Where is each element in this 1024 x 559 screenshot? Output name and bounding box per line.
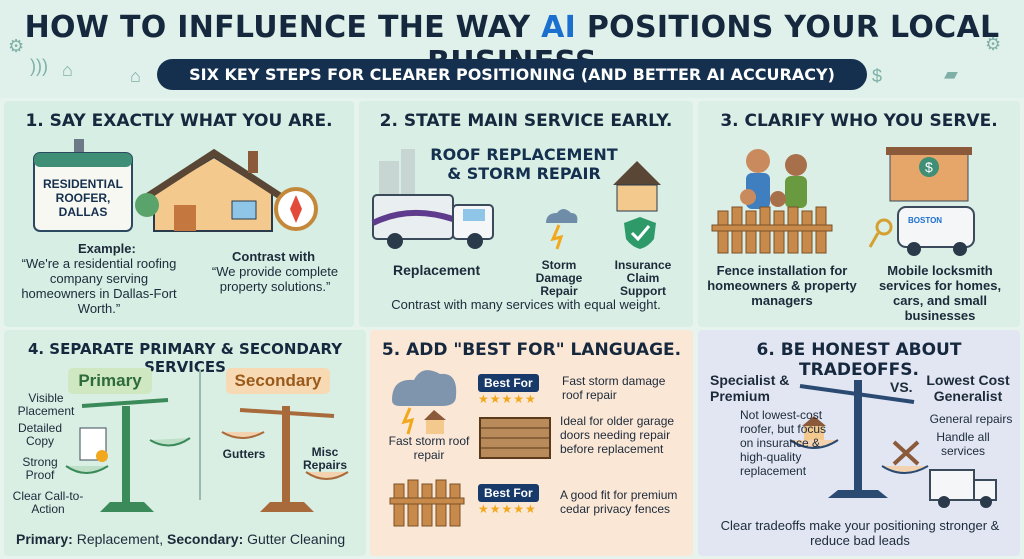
stars-1: ★★★★★ — [478, 392, 537, 406]
balance-scales-illustration — [65, 370, 349, 512]
panel-6-title: 6. BE HONEST ABOUT TRADEOFFS. — [756, 340, 962, 380]
vs-label: VS. — [890, 379, 913, 395]
example-label: Example: — [78, 241, 136, 256]
van-label: BOSTON — [908, 216, 943, 225]
fence-text: Fence installation for homeowners & prop… — [707, 263, 857, 308]
panel-who-you-serve: 3. CLARIFY WHO YOU SERVE. $ BOSTON Fence… — [698, 101, 1020, 327]
service-headline: ROOF REPLACEMENT & STORM REPAIR — [430, 145, 618, 183]
specialist-heading: Specialist & Premium — [710, 372, 790, 404]
roofer-illustration — [33, 139, 318, 232]
misc-repairs-label: Misc Repairs — [302, 445, 348, 472]
panel-tradeoffs: 6. BE HONEST ABOUT TRADEOFFS. Specialist… — [698, 330, 1020, 556]
best-for-illustration — [389, 370, 551, 527]
generalist-item-1: General repairs — [929, 412, 1013, 426]
tradeoff-footer: Clear tradeoffs make your positioning st… — [720, 518, 1000, 548]
panel-1-title: 1. SAY EXACTLY WHAT YOU ARE. — [25, 111, 333, 131]
generalist-item-2: Handle all services — [936, 430, 990, 458]
primary-item-1: Visible Placement — [17, 391, 75, 418]
house-icon: ⌂ — [62, 60, 73, 80]
storm-caption: Fast storm roof repair — [388, 434, 470, 462]
title-ai-highlight: AI — [541, 10, 577, 45]
wifi-icon: ))) — [30, 56, 48, 76]
panel-main-service: 2. STATE MAIN SERVICE EARLY. ROOF REPLAC… — [359, 101, 693, 327]
contrast-label: Contrast with — [232, 249, 316, 264]
best-for-badge-2: Best For — [478, 484, 539, 502]
page-title: HOW TO INFLUENCE THE WAY AI POSITIONS YO… — [24, 10, 1000, 80]
locksmith-text: Mobile locksmith services for homes, car… — [878, 263, 1002, 323]
family-locksmith-illustration: $ — [711, 147, 975, 256]
gear-icon: ⚙ — [8, 36, 25, 56]
contrast-text: “We provide complete property solutions.… — [211, 264, 339, 294]
svg-text:$: $ — [925, 159, 933, 175]
insurance-label: Insurance Claim Support — [614, 258, 672, 298]
best-for-badge-1: Best For — [478, 374, 539, 392]
sign-text: RESIDENTIAL ROOFER, DALLAS — [42, 177, 123, 219]
tradeoff-scale-illustration — [789, 380, 997, 508]
panel-say-what-you-are: 1. SAY EXACTLY WHAT YOU ARE. RESIDENTIAL… — [4, 101, 354, 327]
panel-best-for: 5. ADD "BEST FOR" LANGUAGE. Fast storm r… — [370, 330, 693, 556]
best-for-line-2: Ideal for older garage doors needing rep… — [560, 414, 675, 456]
primary-item-3: Strong Proof — [22, 455, 58, 482]
primary-pill: Primary — [68, 368, 152, 394]
primary-item-2: Detailed Copy — [17, 421, 63, 448]
panel-primary-secondary: 4. SEPARATE PRIMARY & SECONDARY SERVICES… — [4, 330, 366, 556]
panel-3-title: 3. CLARIFY WHO YOU SERVE. — [720, 111, 998, 131]
best-for-line-3: A good fit for premium cedar privacy fen… — [560, 488, 678, 516]
specialist-text: Not lowest-cost roofer, but focus on ins… — [740, 408, 827, 478]
house-icon: ⌂ — [130, 66, 141, 86]
subtitle-banner: SIX KEY STEPS FOR CLEARER POSITIONING (A… — [157, 59, 867, 90]
money-icon: $ — [872, 66, 883, 86]
primary-secondary-footer: Primary: Replacement, Secondary: Gutter … — [16, 531, 346, 547]
panel-4-title: 4. SEPARATE PRIMARY & SECONDARY SERVICES — [27, 340, 343, 376]
example-text: “We're a residential roofing company ser… — [21, 256, 177, 316]
service-contrast: Contrast with many services with equal w… — [391, 297, 661, 312]
storm-label: Storm Damage Repair — [535, 258, 583, 298]
panel-2-title: 2. STATE MAIN SERVICE EARLY. — [379, 111, 673, 131]
generalist-heading: Lowest Cost Generalist — [926, 372, 1010, 404]
header: HOW TO INFLUENCE THE WAY AI POSITIONS YO… — [0, 0, 1024, 98]
primary-item-4: Clear Call-to-Action — [12, 489, 84, 516]
stars-2: ★★★★★ — [478, 502, 537, 516]
roofing-truck-illustration — [371, 149, 661, 250]
truck-icon: ▰ — [944, 64, 958, 84]
replacement-label: Replacement — [393, 262, 481, 278]
secondary-pill: Secondary — [226, 368, 330, 394]
panel-5-title: 5. ADD "BEST FOR" LANGUAGE. — [381, 340, 682, 360]
gutters-label: Gutters — [222, 447, 266, 461]
gear-icon: ⚙ — [985, 34, 1002, 54]
best-for-line-1: Fast storm damage roof repair — [562, 374, 666, 402]
